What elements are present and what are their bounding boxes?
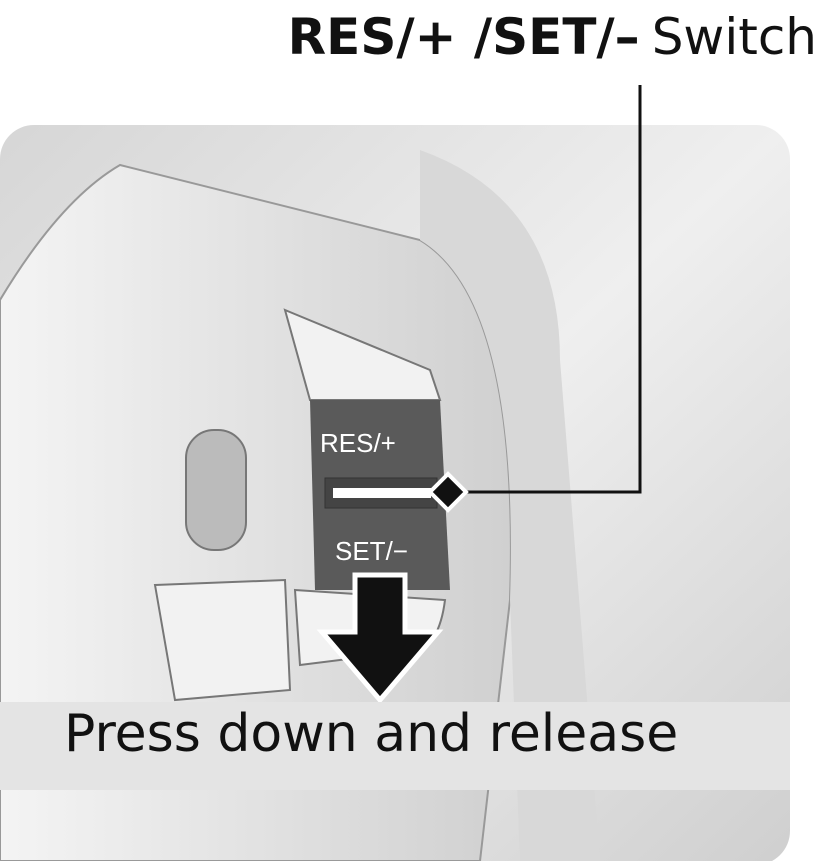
res-plus-label: RES/+ — [320, 428, 396, 458]
title-switch-name: RES/+ /SET/– — [287, 8, 640, 66]
leader-line — [455, 85, 642, 494]
lower-left-button — [153, 578, 292, 702]
instruction-caption: Press down and release — [64, 704, 679, 764]
diamond-pointer-icon — [427, 471, 469, 513]
set-minus-label: SET/− — [335, 536, 408, 566]
caption-band — [0, 702, 790, 790]
thumb-wheel — [185, 429, 247, 551]
title-switch-word: Switch — [651, 8, 817, 66]
arrow-down-icon — [316, 572, 444, 704]
diagram-title: RES/+ /SET/–Switch — [288, 8, 817, 66]
